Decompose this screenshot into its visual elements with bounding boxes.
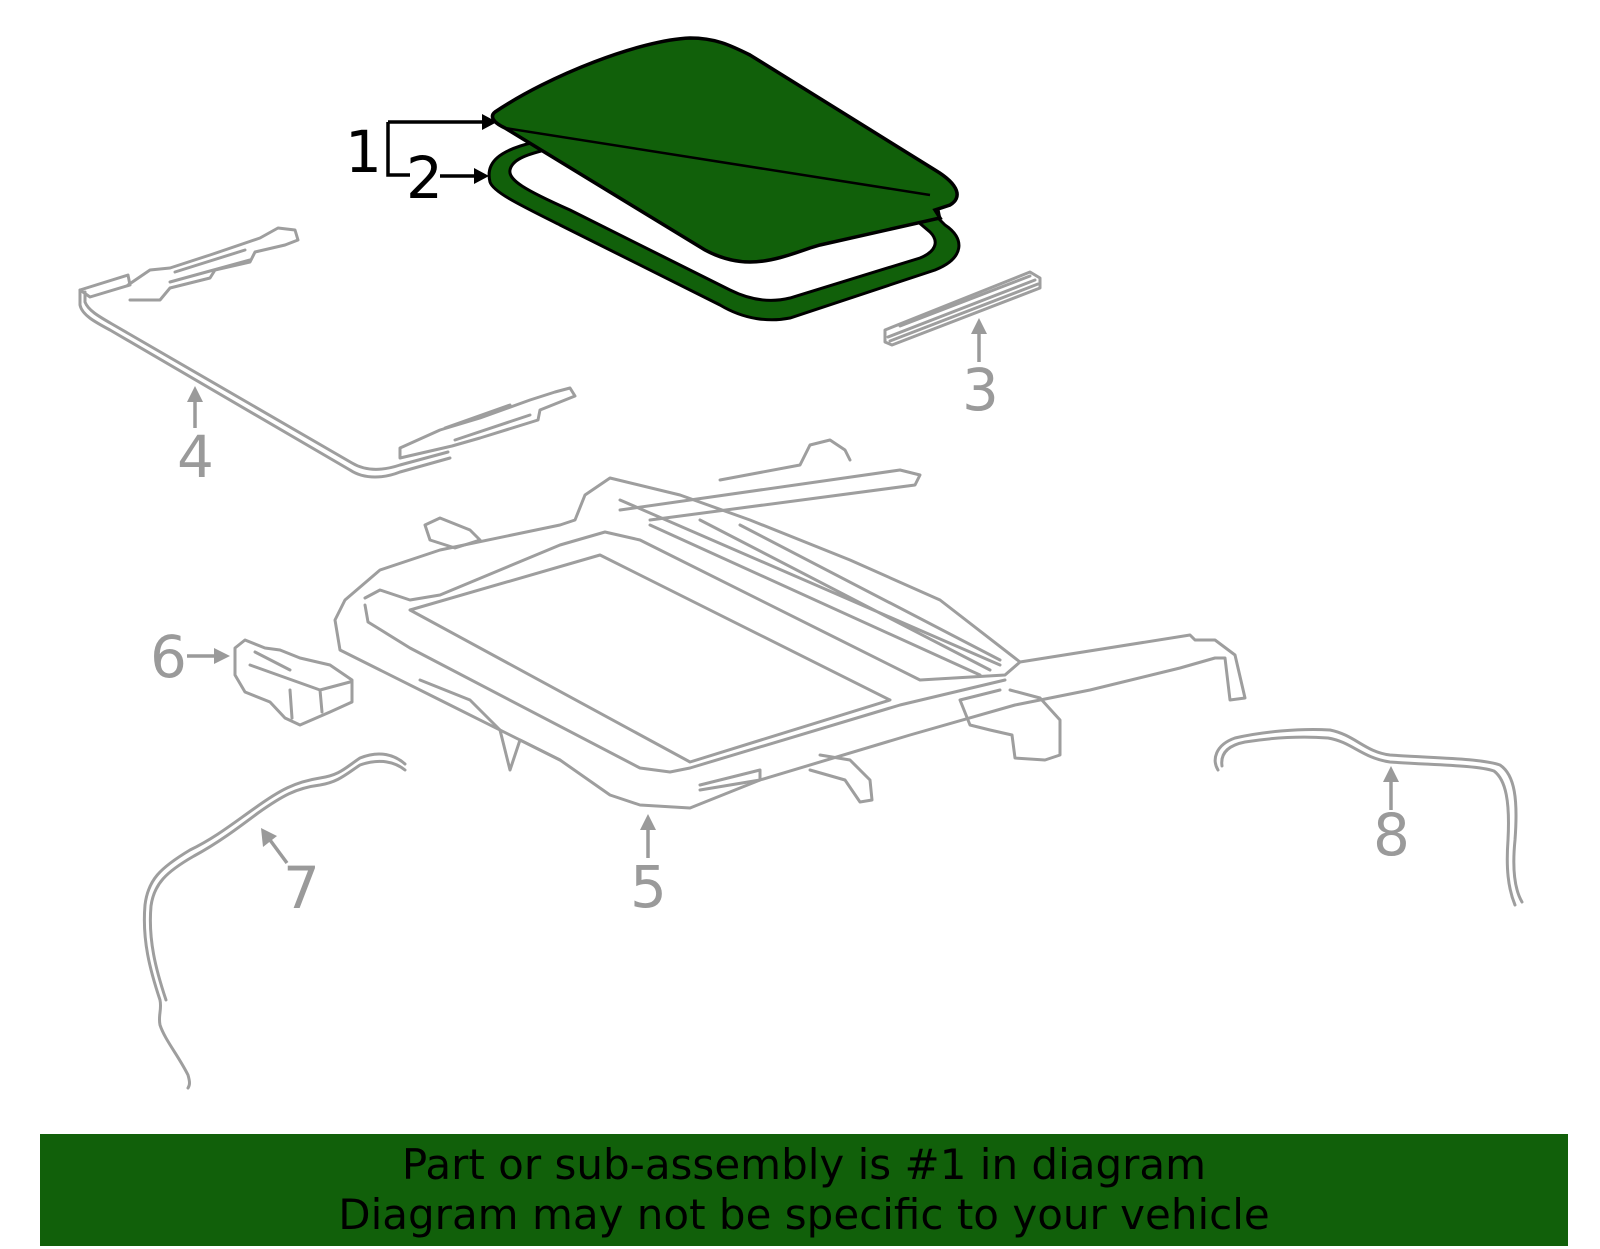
callout-7: 7 bbox=[283, 854, 320, 922]
part-5-sunroof-housing[interactable] bbox=[333, 438, 1247, 810]
callout-7-leader bbox=[261, 828, 289, 865]
callout-8-leader bbox=[1383, 766, 1399, 810]
callout-6: 6 bbox=[150, 623, 187, 691]
callout-5: 5 bbox=[630, 853, 667, 921]
info-banner: Part or sub-assembly is #1 in diagram Di… bbox=[40, 1134, 1568, 1246]
callout-4: 4 bbox=[177, 423, 214, 491]
callout-2: 2 bbox=[406, 144, 443, 212]
banner-line-1: Part or sub-assembly is #1 in diagram bbox=[401, 1140, 1207, 1189]
part-1-sunroof-glass[interactable] bbox=[490, 36, 959, 264]
banner-line-2: Diagram may not be specific to your vehi… bbox=[338, 1190, 1270, 1239]
part-4-drive-cable-frame[interactable] bbox=[78, 226, 577, 479]
part-7-front-drain-hose[interactable] bbox=[142, 752, 407, 1090]
part-6-sunroof-motor[interactable] bbox=[233, 638, 354, 727]
callout-3: 3 bbox=[962, 356, 999, 424]
callout-1-leader bbox=[386, 114, 497, 177]
callout-6-leader bbox=[187, 648, 230, 664]
part-3-wind-deflector[interactable] bbox=[883, 270, 1042, 347]
part-8-rear-drain-hose[interactable] bbox=[1213, 727, 1524, 907]
callout-8: 8 bbox=[1373, 801, 1410, 869]
callout-3-leader bbox=[971, 318, 987, 362]
callout-5-leader bbox=[640, 814, 656, 858]
callout-1: 1 bbox=[345, 118, 382, 186]
callout-4-leader bbox=[187, 386, 203, 428]
callout-2-leader bbox=[440, 168, 489, 184]
part-2-weatherstrip-seal[interactable] bbox=[487, 140, 961, 322]
